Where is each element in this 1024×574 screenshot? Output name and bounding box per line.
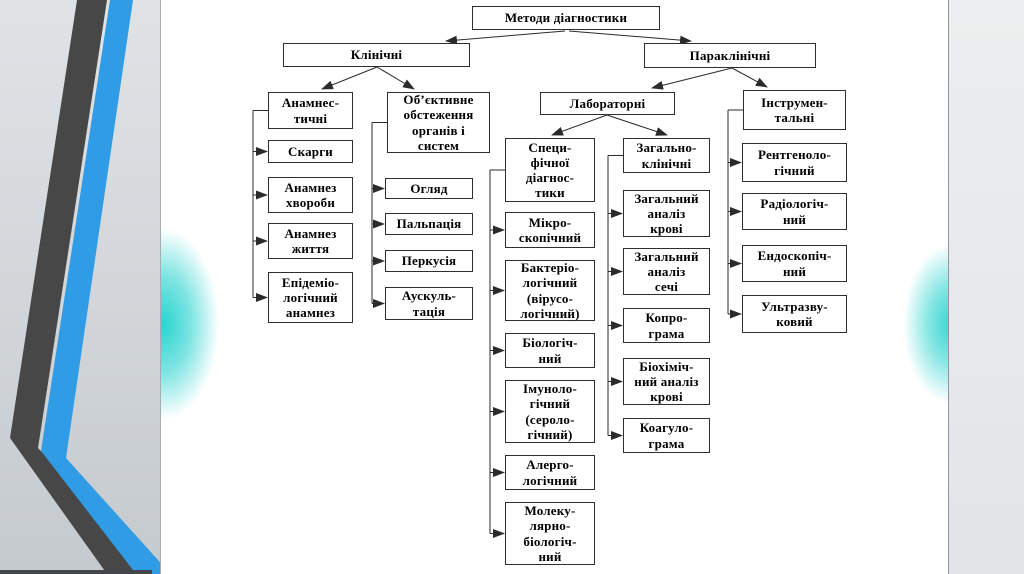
diagram-node-perkusiia: Перкусія [385,250,473,272]
diagram-node-auskultatsiia: Аускуль- тація [385,287,473,320]
diagram-node-zah-analiz-krovi: Загальний аналіз крові [623,190,710,237]
diagram-node-obiektyvne: Об’єктивне обстеження органів і систем [387,92,490,153]
diagram-node-spetsyfichnoi: Специ- фічної діагнос- тики [505,138,595,202]
diagram-node-imunolohichnyi: Імуноло- гічний (сероло- гічний) [505,380,595,443]
diagram-node-koprohrama: Копро- грама [623,308,710,343]
diagram-node-alerholohichnyi: Алерго- логічний [505,455,595,490]
diagram-node-bakteriolohichnyi: Бактеріо- логічний (вірусо- логічний) [505,260,595,321]
diagram-node-anamnez-zhyttia: Анамнез життя [268,223,353,259]
diagram-node-koahulohrama: Коагуло- грама [623,418,710,453]
diagram-node-root: Методи діагностики [472,6,660,30]
slide-template-right-strip [949,0,1024,574]
diagram-node-zahalnoklinichni: Загально- клінічні [623,138,710,173]
diagram-node-ultrazvukovyi: Ультразву- ковий [742,295,847,333]
diagram-node-renthenolohichnyi: Рентгеноло- гічний [742,143,847,182]
diagram-node-paraklinichni: Параклінічні [644,43,816,68]
diagram-node-epidemio: Епідеміо- логічний анамнез [268,272,353,323]
diagram-node-biokhimichnyi: Біохіміч- ний аналіз крові [623,358,710,405]
diagram-node-endoskopichnyi: Ендоскопіч- ний [742,245,847,282]
diagram-node-palpatsiia: Пальпація [385,213,473,235]
decorative-stripes [0,0,160,574]
diagram-node-ohliad: Огляд [385,178,473,199]
diagram-node-molekuliarno: Молеку- лярно- біологіч- ний [505,502,595,565]
slide-template-left-band [0,0,160,574]
diagram-node-anamnez-khvoroby: Анамнез хвороби [268,177,353,213]
diagram-node-instrumentalni: Інструмен- тальні [743,90,846,130]
diagram-node-mikroskopichnyi: Мікро- скопічний [505,212,595,248]
diagram-node-biolohichnyi: Біологіч- ний [505,333,595,368]
diagram-node-anamnestychni: Анамнес- тичні [268,92,353,129]
diagram-node-skargy: Скарги [268,140,353,163]
diagram-node-klinichni: Клінічні [283,43,470,67]
diagram-node-zah-analiz-sechi: Загальний аналіз сечі [623,248,710,295]
diagram-node-radiolohichnyi: Радіологіч- ний [742,193,847,230]
diagram-node-laboratorni: Лабораторні [540,92,675,115]
